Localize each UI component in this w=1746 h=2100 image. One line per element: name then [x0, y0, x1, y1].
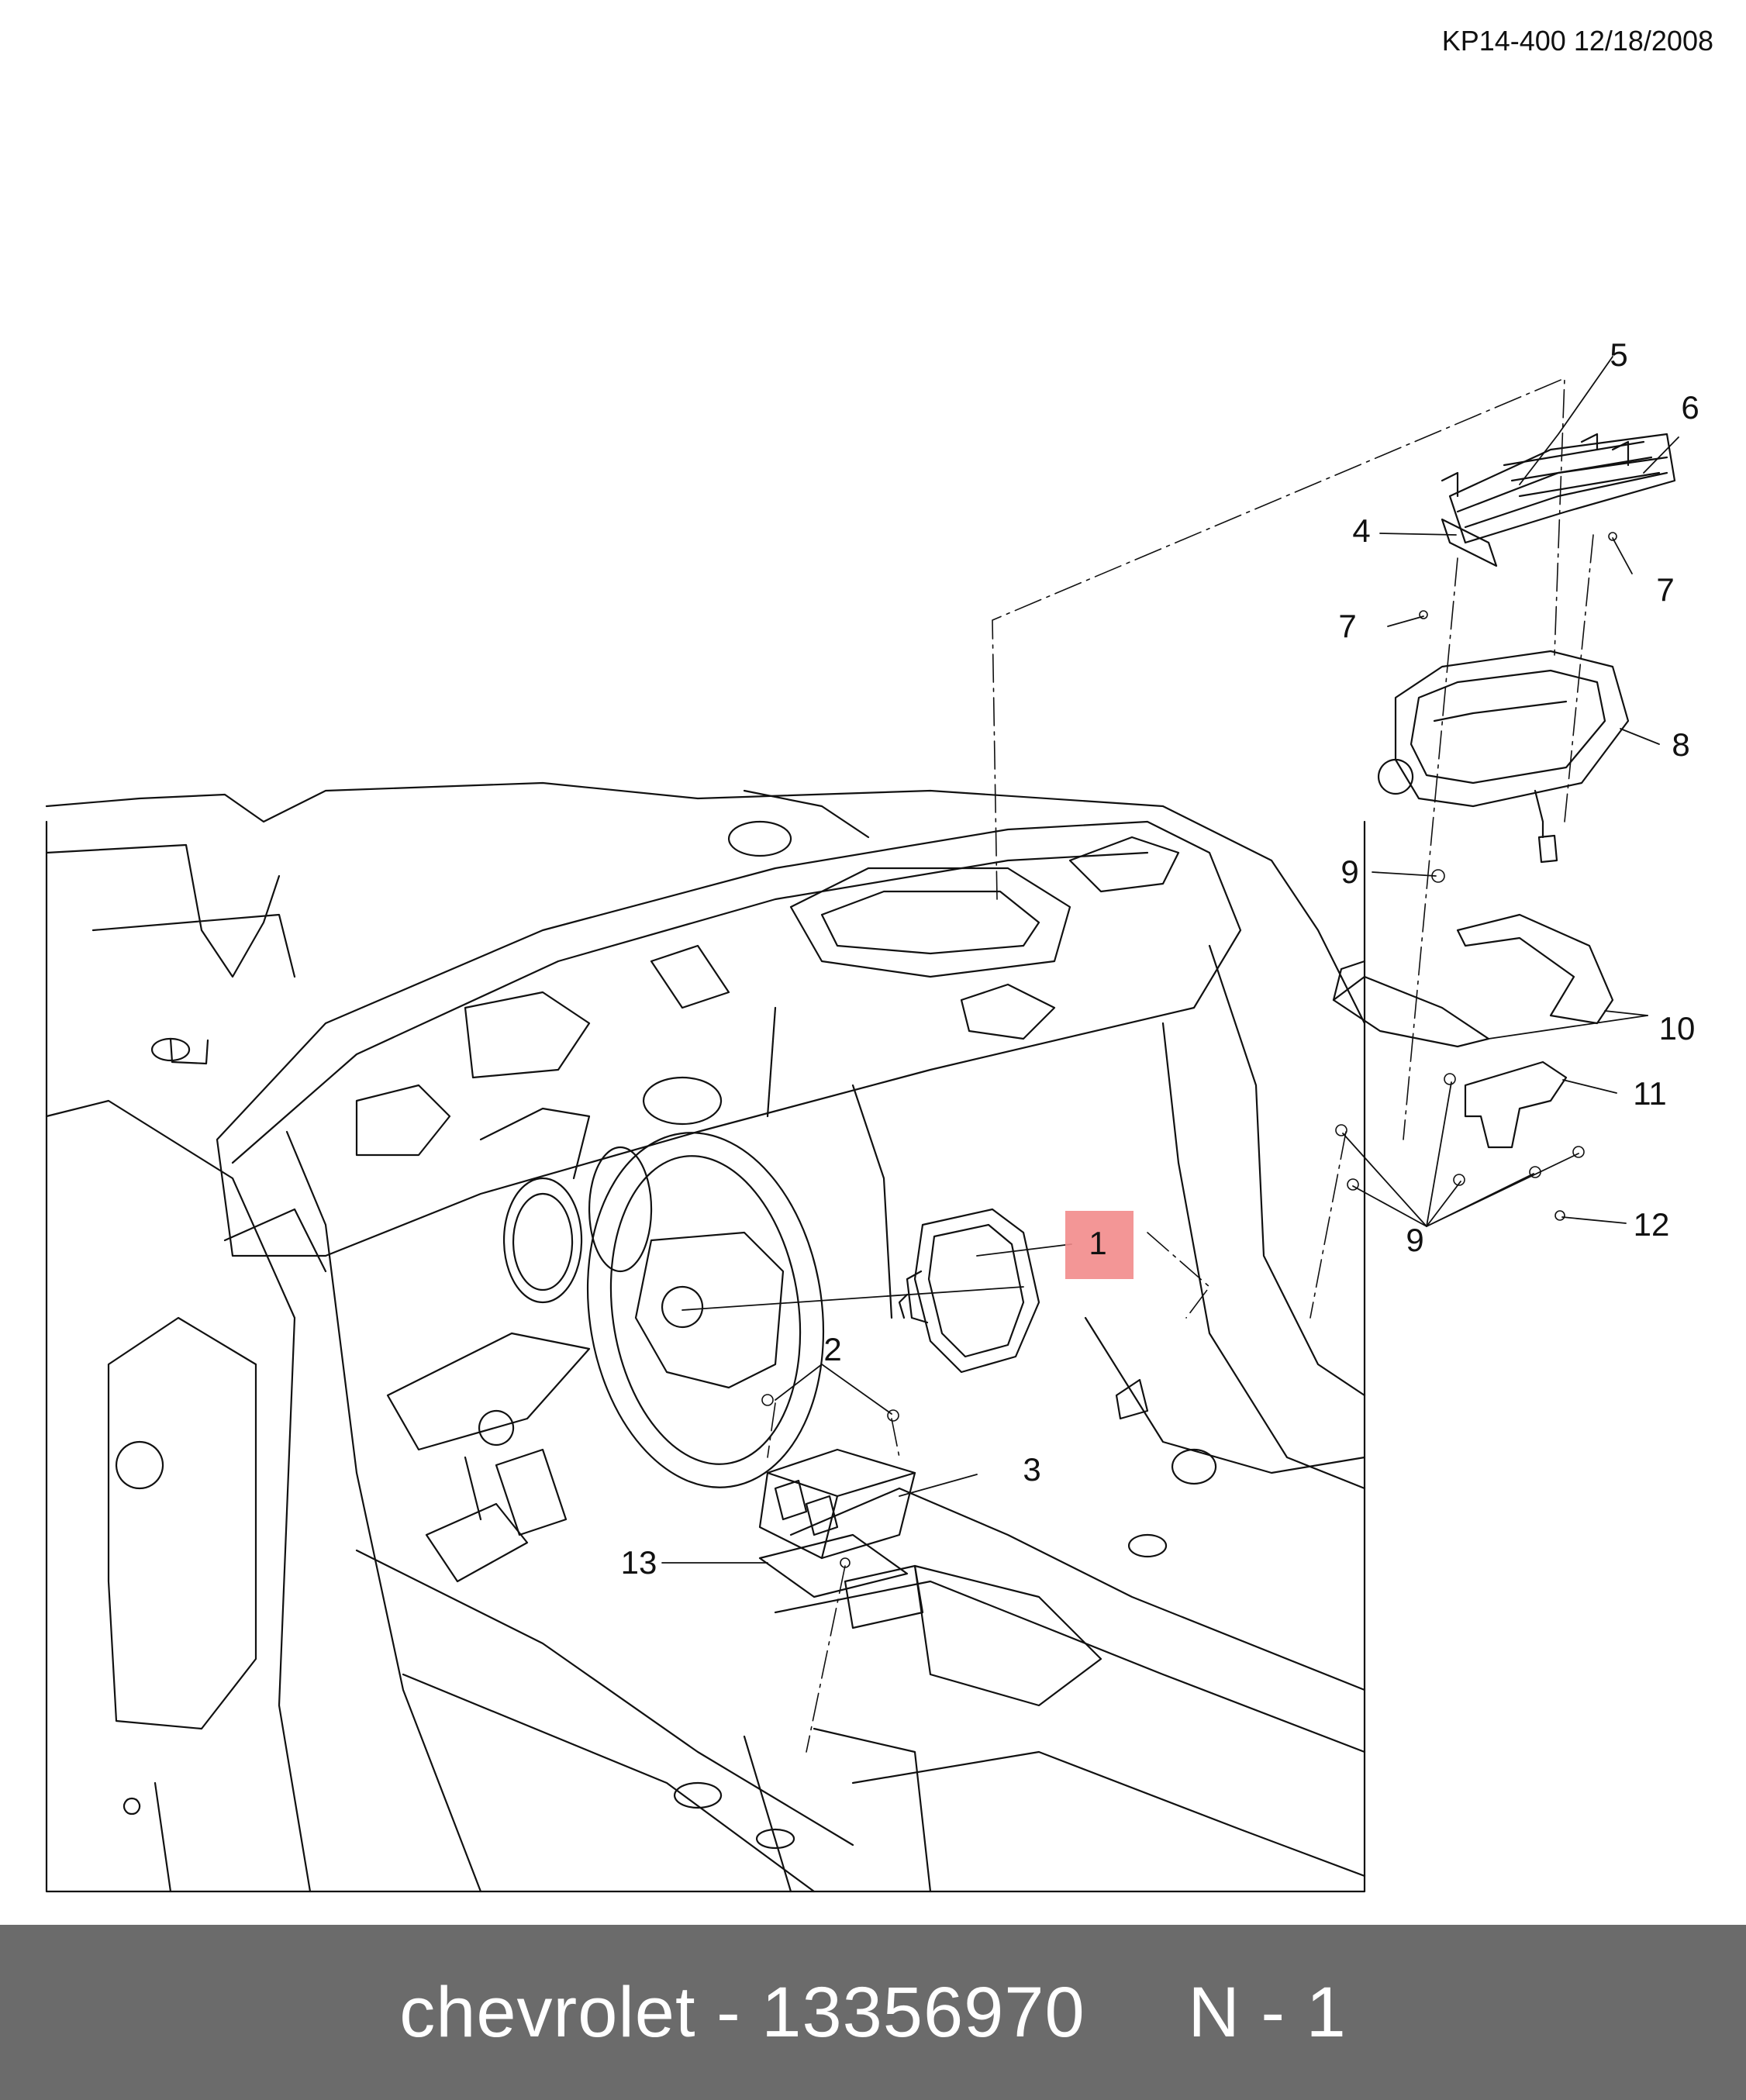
callout-5[interactable]: 5 [1610, 336, 1628, 373]
document-id: KP14-400 12/18/2008 [1441, 25, 1713, 57]
assembly-lines [767, 378, 1594, 1753]
callout-7-right[interactable]: 7 [1656, 571, 1675, 608]
callout-10[interactable]: 10 [1658, 1010, 1696, 1047]
speaker-grille-assembly [1441, 433, 1676, 567]
callout-2[interactable]: 2 [823, 1331, 842, 1367]
callout-leaders [661, 356, 1679, 1564]
instrument-cluster-part-8 [1377, 650, 1630, 864]
callout-4[interactable]: 4 [1352, 512, 1371, 549]
sensing-module-part-3 [758, 1448, 924, 1629]
callout-9-bottom[interactable]: 9 [1406, 1222, 1424, 1258]
footer-bar: chevrolet - 13356970 N - 1 [0, 1925, 1746, 2100]
airbag-module-part-1 [898, 1208, 1040, 1374]
callout-6[interactable]: 6 [1681, 389, 1699, 426]
part-caption: chevrolet - 13356970 N - 1 [399, 1972, 1347, 2052]
callout-7-left[interactable]: 7 [1338, 608, 1357, 644]
mounting-plate-part-11 [1464, 1060, 1568, 1149]
pedals [425, 1448, 568, 1583]
steering-wheel [386, 1107, 825, 1488]
callout-11[interactable]: 11 [1633, 1075, 1667, 1112]
callout-1[interactable]: 1 [1089, 1225, 1107, 1261]
vehicle-body-structure [45, 781, 1366, 1893]
highlighted-part-marker [1065, 1211, 1134, 1279]
callout-3[interactable]: 3 [1023, 1451, 1041, 1488]
parts-exploded-diagram [45, 356, 1679, 1893]
fasteners [761, 532, 1617, 1568]
callout-13[interactable]: 13 [620, 1544, 657, 1581]
callout-8[interactable]: 8 [1672, 726, 1690, 763]
callout-9-top[interactable]: 9 [1341, 853, 1359, 890]
callout-12[interactable]: 12 [1633, 1206, 1670, 1243]
instrument-panel [150, 789, 1242, 1319]
